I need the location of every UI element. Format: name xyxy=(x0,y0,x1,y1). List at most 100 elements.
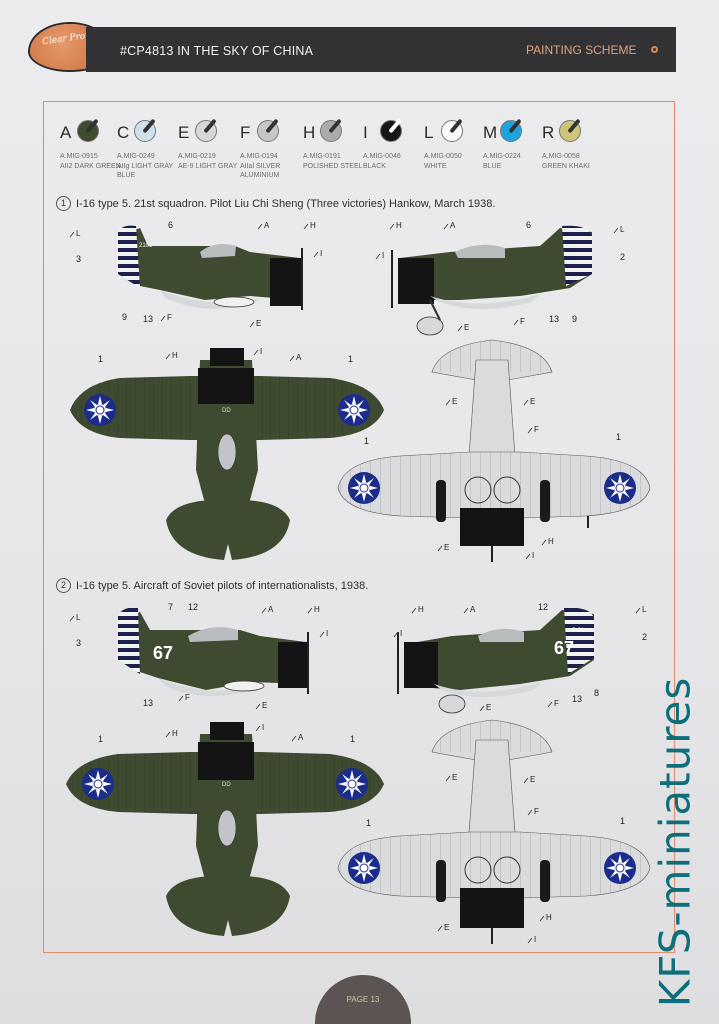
callout-n1: 1 xyxy=(98,734,103,744)
callout-n3: 3 xyxy=(76,638,81,648)
paint-name: BLUE xyxy=(483,163,502,170)
scheme-1-number: 1 xyxy=(56,196,71,211)
callout-tick xyxy=(411,607,417,614)
callout-a: A xyxy=(450,221,456,230)
callout-i: I xyxy=(260,347,262,356)
paint-name: AIIg LIGHT GRAY BLUE xyxy=(117,163,174,179)
callout-h: H xyxy=(396,221,402,230)
callout-n8: 8 xyxy=(594,688,599,698)
fuselage-code-2: DD xyxy=(222,782,231,788)
page-number: PAGE 13 xyxy=(346,995,380,1004)
callout-tick xyxy=(513,319,519,326)
paint-name: BLACK xyxy=(363,163,386,170)
callout-n3: 3 xyxy=(76,254,81,264)
header-dot-icon xyxy=(651,46,658,53)
callout-n7: 7 xyxy=(168,602,173,612)
callout-tick xyxy=(165,731,171,738)
side-number-2-right: 67 xyxy=(554,638,574,658)
bottomview-2 xyxy=(337,719,651,944)
callout-tick xyxy=(255,703,261,710)
callout-l: L xyxy=(76,229,81,238)
callout-n9: 9 xyxy=(572,314,577,324)
callout-e: E xyxy=(530,397,535,406)
callout-tick xyxy=(255,725,261,732)
callout-l: L xyxy=(620,225,625,234)
callout-tick xyxy=(527,809,533,816)
callout-i: I xyxy=(320,249,322,258)
callout-tick xyxy=(165,353,171,360)
callout-tick xyxy=(249,321,255,328)
callout-tick xyxy=(375,253,381,260)
callout-tick xyxy=(261,607,267,614)
callout-n2: 2 xyxy=(620,252,625,262)
callout-tick xyxy=(613,227,619,234)
callout-tick xyxy=(289,355,295,362)
swatch-letter: A xyxy=(60,123,72,142)
paint-code: A.MIG-0224 xyxy=(483,153,521,160)
paint-code: A.MIG-0191 xyxy=(303,153,341,160)
callout-e: E xyxy=(256,319,261,328)
paint-code: A.MIG-0194 xyxy=(240,153,278,160)
scheme-2-number: 2 xyxy=(56,578,71,593)
callout-tick xyxy=(541,539,547,546)
scheme-1-caption: 1 I-16 type 5. 21st squadron. Pilot Liu C… xyxy=(56,196,495,211)
callout-h: H xyxy=(548,537,554,546)
paint-code: A.MIG-0050 xyxy=(424,153,462,160)
swatch-letter: M xyxy=(483,123,498,142)
swatch-letter: C xyxy=(117,123,130,142)
paint-name: AIIal SILVER ALUMINIUM xyxy=(240,163,281,179)
tail-code-1: 2101 xyxy=(139,243,153,249)
paint-code: A.MIG-0915 xyxy=(60,153,98,160)
callout-n1: 1 xyxy=(98,354,103,364)
tail-code-2: P 21 xyxy=(572,628,585,634)
callout-tick xyxy=(457,325,463,332)
callout-tick xyxy=(443,223,449,230)
callout-h: H xyxy=(310,221,316,230)
callout-n13: 13 xyxy=(143,698,153,708)
callout-e: E xyxy=(464,323,469,332)
swatch-letter: E xyxy=(178,123,190,142)
swatch-letter: I xyxy=(363,123,368,142)
bottomview-1 xyxy=(337,339,651,562)
callout-l: L xyxy=(642,605,647,614)
profile-2-right: 67 P 21 xyxy=(397,607,594,714)
callout-a: A xyxy=(470,605,476,614)
swatch-letter: H xyxy=(303,123,316,142)
callout-i: I xyxy=(262,723,264,732)
callout-e: E xyxy=(444,543,449,552)
callout-n1: 1 xyxy=(364,436,369,446)
callout-e: E xyxy=(452,397,457,406)
callout-f: F xyxy=(554,699,559,708)
paint-name: AE-9 LIGHT GRAY xyxy=(178,163,238,170)
scheme-1-caption-text: I-16 type 5. 21st squadron. Pilot Liu Ch… xyxy=(76,198,496,210)
paint-name: WHITE xyxy=(424,163,447,170)
callout-n1: 1 xyxy=(366,818,371,828)
callout-tick xyxy=(257,223,263,230)
callout-i: I xyxy=(382,251,384,260)
callout-tick xyxy=(539,915,545,922)
callout-tick xyxy=(525,553,531,560)
callout-i: I xyxy=(532,551,534,560)
callout-n13: 13 xyxy=(572,694,582,704)
paint-name: AII2 DARK GREEN xyxy=(60,163,121,170)
callout-h: H xyxy=(314,605,320,614)
callout-tick xyxy=(253,349,259,356)
watermark-text: KFS-miniatures xyxy=(650,676,700,1008)
callout-e: E xyxy=(486,703,491,712)
callout-tick xyxy=(69,615,75,622)
content-frame xyxy=(43,101,675,953)
watermark: KFS-miniatures xyxy=(640,672,710,1012)
callout-n2: 2 xyxy=(642,632,647,642)
callout-n13: 13 xyxy=(143,314,153,324)
callout-h: H xyxy=(172,351,178,360)
callout-tick xyxy=(437,925,443,932)
callout-tick xyxy=(527,427,533,434)
